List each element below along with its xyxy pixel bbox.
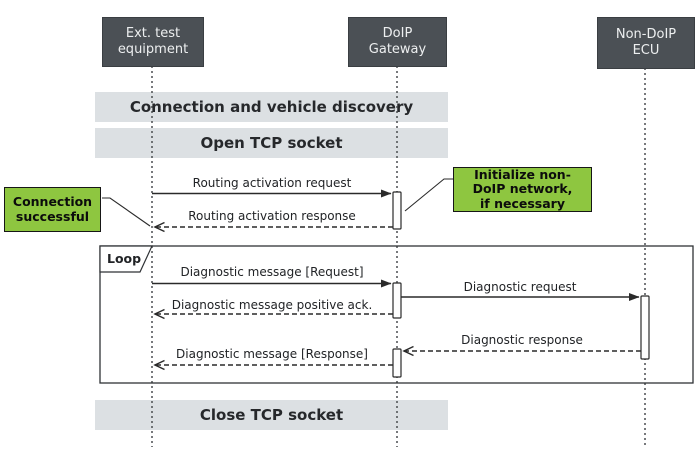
note-connector-connection-successful — [102, 197, 151, 227]
message-label-routing-activation-response: Routing activation response — [188, 209, 356, 223]
loop-label: Loop — [107, 251, 142, 266]
message-label-diagnostic-message-request: Diagnostic message [Request] — [180, 265, 364, 279]
actor-doip-gateway: DoIP Gateway — [348, 17, 447, 67]
note-initialize-network: Initialize non- DoIP network, if necessa… — [453, 167, 592, 212]
note-connection-successful: Connection successful — [4, 187, 101, 232]
activation-bar-gateway-routing — [392, 191, 402, 230]
message-label-diagnostic-message-response: Diagnostic message [Response] — [176, 347, 368, 361]
note-connector-initialize-network — [404, 178, 453, 212]
activation-bar-ecu — [640, 295, 650, 360]
actor-non-doip-ecu: Non-DoIP ECU — [597, 17, 695, 69]
actor-ext-test-equipment: Ext. test equipment — [102, 17, 204, 67]
message-label-diagnostic-response: Diagnostic response — [461, 333, 583, 347]
activation-bar-gateway-response — [392, 348, 402, 378]
band-connection-discovery: Connection and vehicle discovery — [95, 92, 448, 122]
band-close-tcp-socket: Close TCP socket — [95, 400, 448, 430]
message-label-routing-activation-request: Routing activation request — [192, 176, 352, 190]
activation-bar-gateway-request — [392, 282, 402, 319]
message-label-diagnostic-message-positive-ack: Diagnostic message positive ack. — [171, 298, 373, 312]
band-open-tcp-socket: Open TCP socket — [95, 128, 448, 158]
loop-label-pentagon — [99, 245, 153, 273]
message-label-diagnostic-request: Diagnostic request — [463, 280, 577, 294]
loop-fragment-frame — [99, 245, 694, 384]
